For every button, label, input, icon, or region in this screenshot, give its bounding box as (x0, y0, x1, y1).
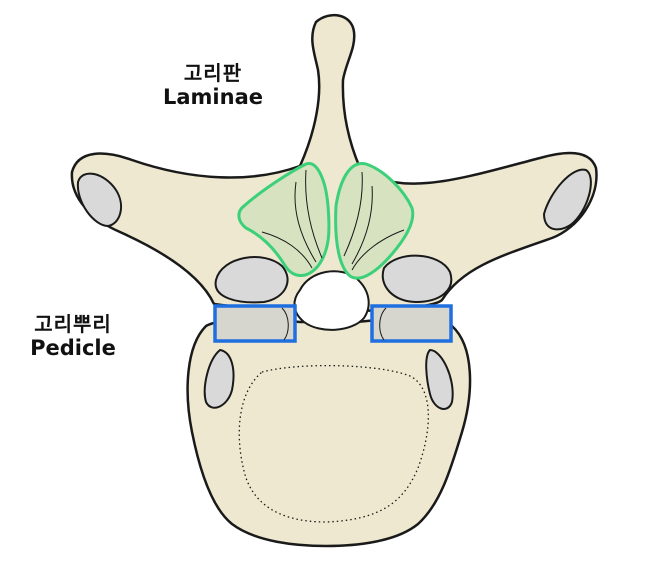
left-lamina-highlight (237, 162, 331, 277)
pedicle-label: 고리뿌리 Pedicle (14, 312, 132, 361)
laminae-label-english: Laminae (163, 85, 263, 109)
left-transverse-facet (76, 172, 123, 228)
vertebral-arch (70, 13, 598, 313)
laminae-label-korean: 고리판 (183, 61, 243, 85)
left-pedicle-highlight (213, 304, 297, 343)
vertebral-endplate (238, 364, 429, 523)
lamina-ridge-lines (261, 169, 405, 271)
vertebral-foramen (293, 270, 370, 331)
pedicle-label-korean: 고리뿌리 (34, 312, 112, 336)
right-lamina-highlight (334, 162, 415, 280)
left-articular-process (214, 256, 289, 304)
pedicle-curve-lines (281, 307, 387, 341)
laminae-label: 고리판 Laminae (150, 61, 276, 110)
left-body-facet (203, 348, 235, 409)
pedicle-label-english: Pedicle (30, 336, 116, 360)
right-articular-process (381, 254, 453, 304)
right-body-facet (425, 348, 454, 410)
right-pedicle-highlight (370, 304, 453, 343)
right-transverse-facet (542, 168, 592, 231)
